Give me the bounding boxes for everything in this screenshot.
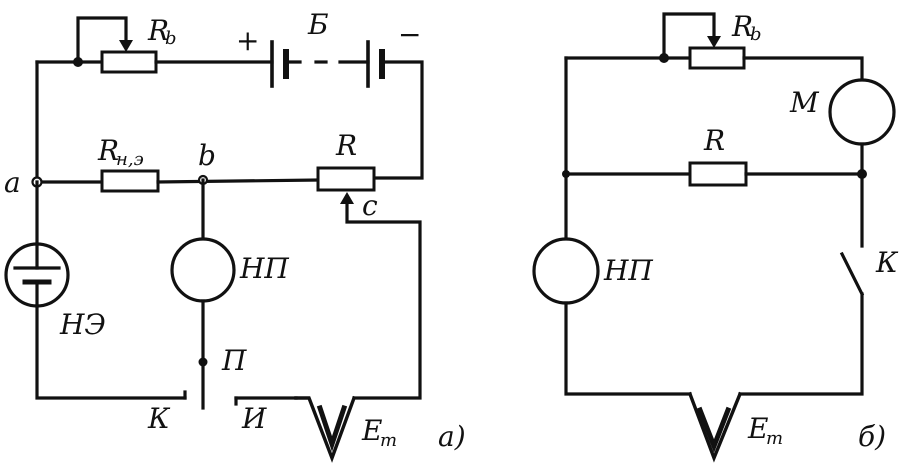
label-node-b: b <box>198 139 216 172</box>
label-node-c: c <box>362 189 378 222</box>
label-resistor-b: R <box>703 124 725 157</box>
label-motor: М <box>789 86 820 119</box>
label-slide-resistor: R <box>335 129 357 162</box>
label-thermocouple-b-sub: т <box>766 428 783 449</box>
label-galvanometer-a: НП <box>239 252 289 285</box>
label-galvanometer-b: НП <box>603 254 653 287</box>
junction-a-rheostat <box>73 57 83 67</box>
label-node-a: a <box>4 166 21 199</box>
battery-a <box>270 40 385 88</box>
key-b-blade <box>839 251 865 297</box>
wire-a-rheostat-bypass <box>76 16 128 64</box>
circuit-a <box>4 16 424 463</box>
thermocouple-a <box>294 395 357 463</box>
label-thermocouple-a-sub: т <box>380 430 397 451</box>
thermocouple-a-tip <box>316 404 348 452</box>
resistor-b <box>688 161 748 187</box>
wire-a-slider <box>345 196 422 400</box>
wire-b-key-bottom <box>738 292 864 396</box>
rheostat-a-arrow <box>119 40 133 52</box>
resistor-a-slide <box>316 166 376 192</box>
label-key-i: И <box>241 402 267 435</box>
label-norm-resistor: R <box>97 134 119 167</box>
label-battery-name: Б <box>307 8 329 41</box>
thermocouple-b-tip <box>696 406 732 453</box>
label-battery-plus: + <box>236 24 259 57</box>
rheostat-a-body <box>100 50 158 74</box>
label-rheostat-a-sub: b <box>165 28 177 49</box>
junction-b-rheostat <box>659 53 669 63</box>
label-thermocouple-a: E <box>361 414 382 447</box>
label-key-p: П <box>221 344 247 377</box>
label-normal-cell: НЭ <box>59 308 106 341</box>
rheostat-b-body <box>688 46 746 70</box>
label-rheostat-b-sub: b <box>750 24 762 45</box>
wire-a-bottom-left <box>35 304 187 400</box>
junction-b-left <box>562 170 570 178</box>
galvanometer-a <box>170 237 236 303</box>
label-panel-a: a) <box>438 420 466 453</box>
resistor-a-norm <box>100 169 160 193</box>
wire-b-galv-bottom <box>564 301 692 396</box>
galvanometer-b <box>532 237 600 305</box>
label-key-k: К <box>147 402 171 435</box>
label-key-b: К <box>875 246 899 279</box>
label-panel-b: б) <box>858 420 886 453</box>
wire-a-mid-2 <box>156 178 320 184</box>
label-thermocouple-b: E <box>747 412 768 445</box>
slider-a-arrow <box>340 192 354 204</box>
circuit-b <box>532 12 896 463</box>
rheostat-b-arrow <box>707 36 721 48</box>
motor-b <box>828 78 896 146</box>
wire-a-battery-right <box>372 60 424 180</box>
wire-b-top-right <box>742 56 864 82</box>
label-battery-minus: − <box>398 18 421 51</box>
thermocouple-b <box>687 391 743 463</box>
label-rheostat-b: R <box>731 10 753 43</box>
wire-b-rheostat-bypass <box>662 12 716 60</box>
label-norm-resistor-sub: н,э <box>116 149 144 170</box>
label-rheostat-a: R <box>147 14 169 47</box>
